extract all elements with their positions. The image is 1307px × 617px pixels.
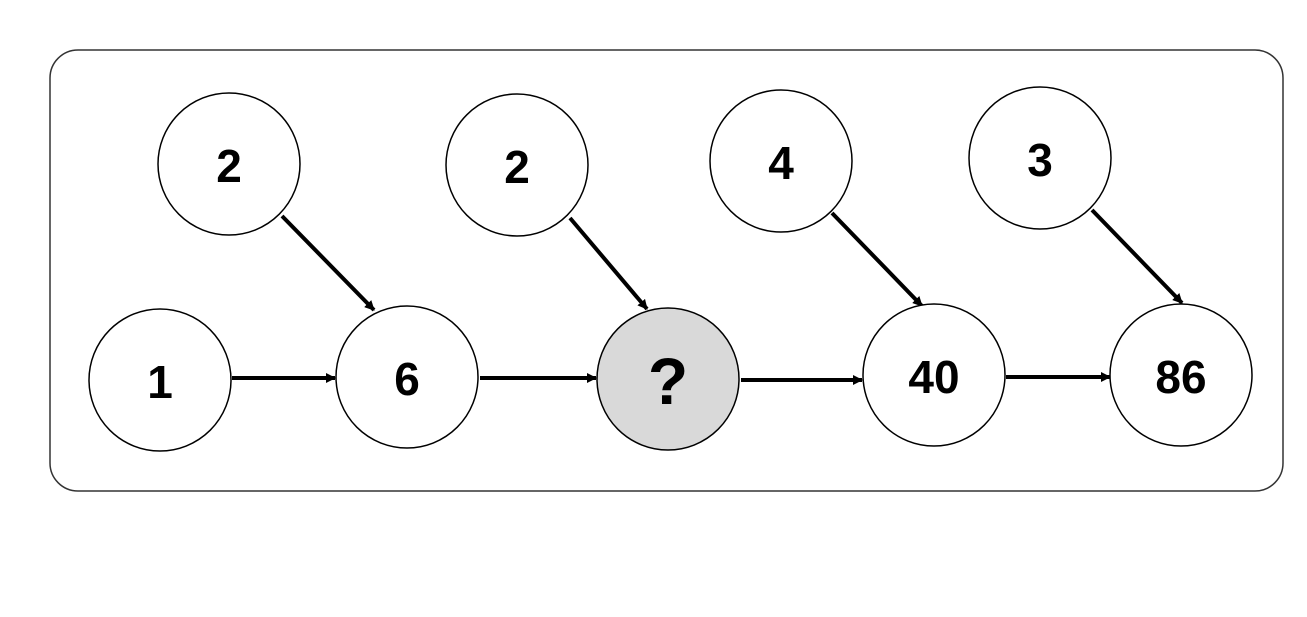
bottom-node-5: 86: [1109, 303, 1253, 447]
bottom-node-unknown: ?: [596, 307, 740, 451]
arrow-top3-to-40: [830, 211, 924, 308]
bottom-node-4: 40: [862, 303, 1006, 447]
top-node-4-label: 3: [1027, 134, 1053, 186]
arrow-top2-to-unknown: [568, 216, 649, 311]
arrow-top1-to-6: [280, 214, 376, 312]
top-node-2: 2: [445, 93, 589, 237]
bottom-node-5-label: 86: [1155, 351, 1206, 403]
top-node-1-label: 2: [216, 140, 242, 192]
bottom-node-4-label: 40: [908, 351, 959, 403]
top-node-3-label: 4: [768, 137, 794, 189]
top-node-2-label: 2: [504, 141, 530, 193]
unknown-value-label: ?: [648, 344, 688, 418]
bottom-node-1-label: 1: [147, 356, 173, 408]
bottom-node-2-label: 6: [394, 353, 420, 405]
top-node-4: 3: [968, 86, 1112, 230]
bottom-node-1: 1: [88, 308, 232, 452]
top-node-1: 2: [157, 92, 301, 236]
top-node-3: 4: [709, 89, 853, 233]
bottom-node-2: 6: [335, 305, 479, 449]
arrow-top4-to-86: [1090, 208, 1184, 305]
